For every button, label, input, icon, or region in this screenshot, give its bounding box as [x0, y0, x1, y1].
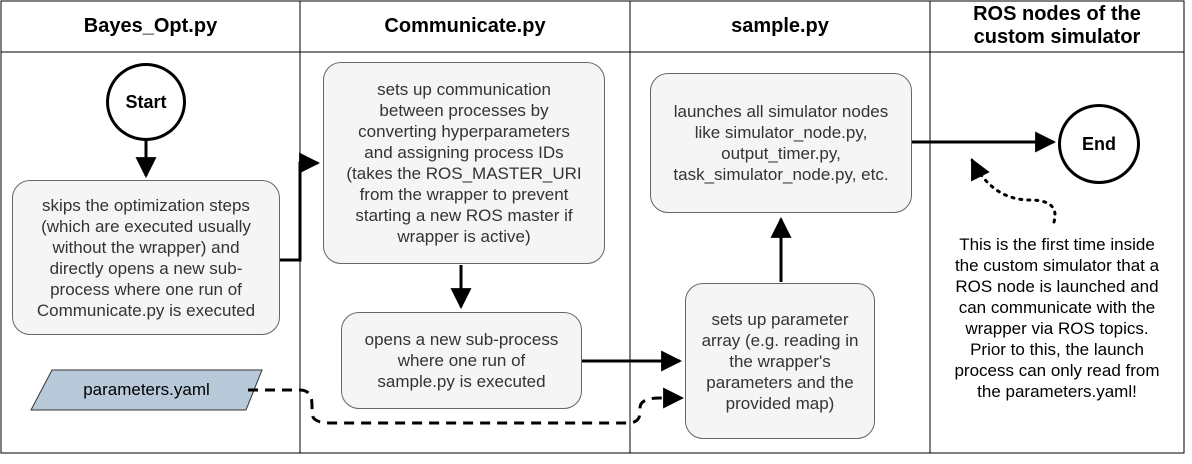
parameter-array-box: sets up parameter array (e.g. reading in…	[685, 283, 875, 439]
params-file-shape	[30, 369, 263, 411]
start-node: Start	[106, 63, 186, 141]
lane-title-bayes-opt: Bayes_Opt.py	[83, 14, 218, 37]
diagram-frame	[0, 0, 1185, 454]
open-subprocess-box: opens a new sub-process where one run of…	[341, 312, 582, 409]
launch-nodes-box: launches all simulator nodes like simula…	[650, 73, 912, 213]
communicate-setup-box: sets up communication between processes …	[323, 62, 605, 264]
end-node: End	[1058, 104, 1140, 184]
lane-title-communicate: Communicate.py	[384, 14, 546, 37]
lane-title-sample: sample.py	[731, 14, 829, 37]
arrow-params-to-param	[248, 387, 685, 425]
arrow-skip-to-comm	[280, 152, 321, 262]
arrow-note-to-end	[970, 158, 1057, 224]
params-file-label: parameters.yaml	[83, 380, 210, 399]
skip-optimization-box: skips the optimization steps (which are …	[12, 180, 280, 335]
lane-title-ros-nodes: ROS nodes of the custom simulator	[973, 3, 1141, 48]
annotation-note: This is the first time inside the custom…	[954, 235, 1160, 401]
